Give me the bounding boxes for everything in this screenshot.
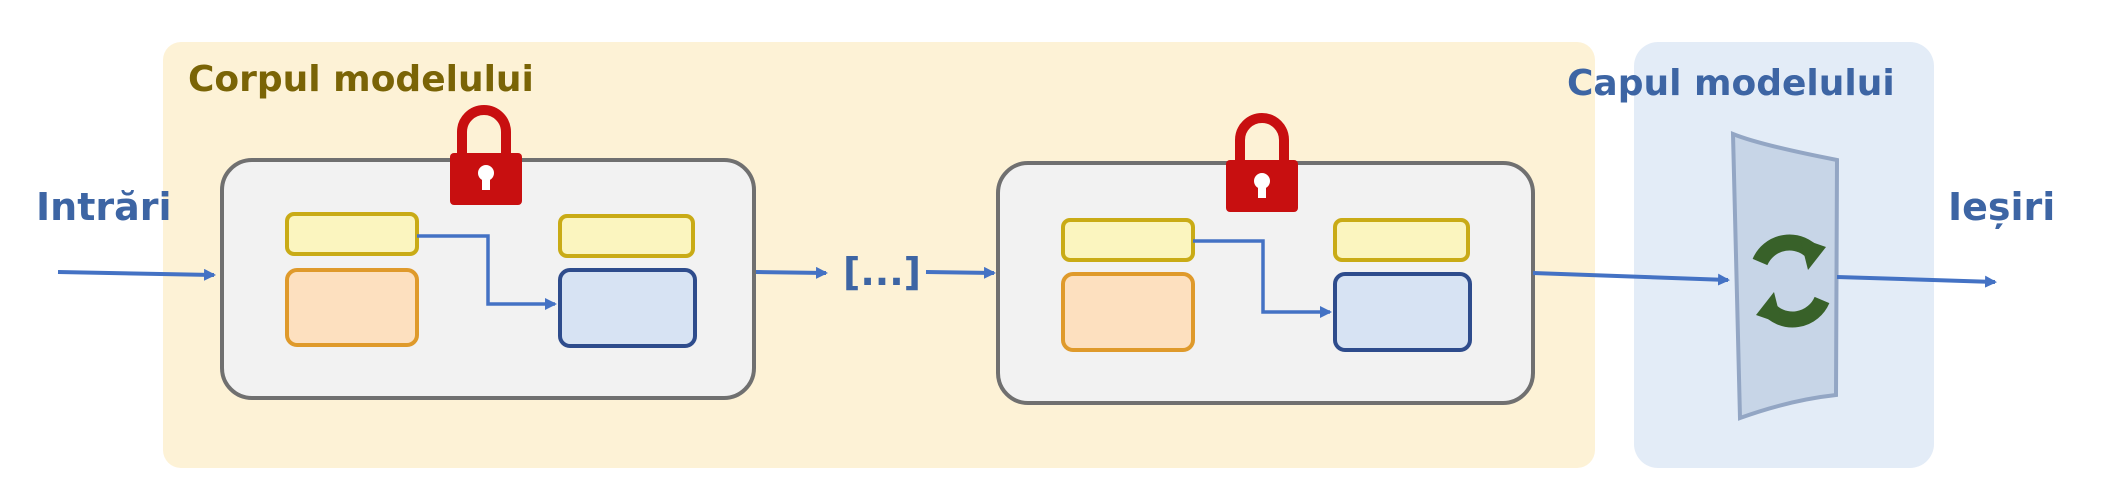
- input-arrow: [57, 268, 216, 281]
- model-body-title: Corpul modelului: [188, 59, 534, 100]
- frozen-block-2: [996, 161, 1535, 405]
- ellipsis-label: [...]: [843, 250, 921, 294]
- block-2-internal-arrow: [1193, 239, 1332, 318]
- frozen-block-1: [220, 158, 756, 400]
- block-2-yellow-layer-right: [1333, 218, 1470, 262]
- output-arrow: [1836, 275, 1997, 288]
- block-2-yellow-layer-left: [1061, 218, 1195, 262]
- refresh-icon: [1752, 234, 1830, 328]
- block-2-blue-layer: [1333, 272, 1472, 352]
- block-1-yellow-layer-right: [558, 214, 695, 258]
- block-1-blue-layer: [558, 268, 697, 348]
- lock-icon: [1226, 113, 1298, 212]
- ellipsis-to-block-2-arrow: [925, 266, 996, 279]
- block-2-to-head-arrow: [1532, 271, 1730, 286]
- model-head-panel: [1730, 131, 1840, 421]
- block-2-orange-layer: [1061, 272, 1195, 352]
- block-1-to-ellipsis-arrow: [755, 266, 828, 279]
- block-1-orange-layer: [285, 268, 419, 347]
- outputs-label: Ieșiri: [1948, 185, 2055, 229]
- block-1-internal-arrow: [417, 234, 557, 310]
- block-1-yellow-layer-left: [285, 212, 419, 256]
- inputs-label: Intrări: [36, 185, 172, 229]
- model-head-title: Capul modelului: [1567, 63, 1895, 104]
- lock-icon: [450, 105, 522, 205]
